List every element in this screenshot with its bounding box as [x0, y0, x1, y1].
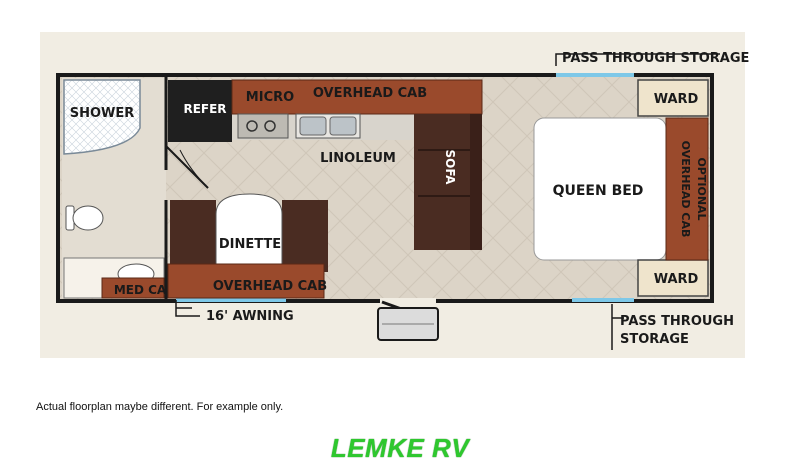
- pass-storage-bottom-marker: [611, 304, 624, 350]
- pass-storage-top-marker: [555, 53, 720, 66]
- dinette-table: [215, 193, 283, 273]
- burner-1: [246, 120, 258, 132]
- pass-storage-bottom-label-2: STORAGE: [620, 332, 689, 347]
- window-top: [556, 73, 634, 77]
- linoleum-label: LINOLEUM: [320, 151, 396, 166]
- refer-label: REFER: [183, 102, 226, 116]
- optional-label: OPTIONAL: [695, 157, 708, 220]
- window-bottom-right: [572, 298, 634, 302]
- pass-storage-bottom-label-1: PASS THROUGH: [620, 314, 734, 329]
- optional-overhead-cab-label: OVERHEAD CAB: [679, 141, 692, 238]
- ward-bottom-label: WARD: [654, 272, 699, 287]
- overhead-cab-bottom-label: OVERHEAD CAB: [213, 279, 327, 294]
- dinette-bench-left: [170, 200, 216, 272]
- disclaimer-text: Actual floorplan maybe different. For ex…: [36, 401, 284, 413]
- burner-2: [264, 120, 276, 132]
- sink-basin-1: [299, 116, 327, 136]
- refrigerator: [168, 80, 232, 142]
- queen-bed-label: QUEEN BED: [553, 183, 644, 199]
- entry-door-gap: [380, 298, 436, 304]
- micro-label: MICRO: [246, 90, 294, 105]
- overhead-cab-top-label: OVERHEAD CAB: [313, 86, 427, 101]
- overhead-cab-bottom: [167, 263, 325, 299]
- sofa-label: SOFA: [443, 150, 457, 186]
- med-cab: [101, 277, 165, 299]
- toilet-bowl: [72, 205, 104, 231]
- ward-top-label: WARD: [654, 92, 699, 107]
- wardrobe-top: [637, 79, 709, 117]
- shower-stall: [63, 79, 141, 155]
- sink-basin-2: [329, 116, 357, 136]
- optional-overhead-cab: [665, 117, 709, 261]
- pass-storage-top-label: PASS THROUGH STORAGE: [562, 51, 749, 66]
- awning-marker: [175, 300, 200, 317]
- overhead-cab-top: [231, 79, 483, 115]
- dinette-bench-right: [282, 200, 328, 272]
- sofa-back: [470, 114, 482, 250]
- shower-label: SHOWER: [70, 106, 135, 121]
- dinette-label: DINETTE: [219, 237, 281, 252]
- med-cab-label: MED CA: [114, 283, 167, 297]
- window-bottom-left: [176, 298, 286, 302]
- brand-logo: LEMKE RV: [330, 433, 470, 463]
- stove: [237, 113, 289, 139]
- awning-label: 16' AWNING: [206, 309, 294, 324]
- bathroom-door-swing: [179, 149, 209, 189]
